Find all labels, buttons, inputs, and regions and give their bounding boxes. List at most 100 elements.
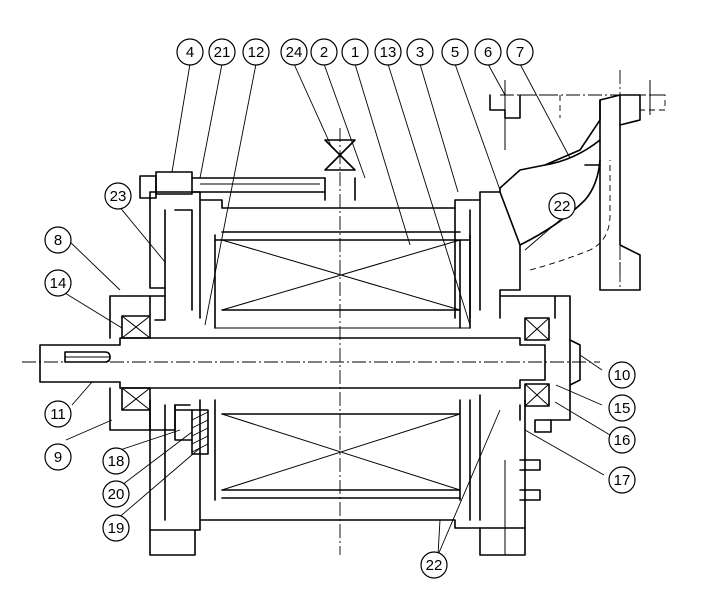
rotor-upper — [214, 231, 471, 329]
callout-circle — [374, 38, 402, 66]
callout-label: 24 — [286, 44, 303, 61]
bearing-left-lower-x — [121, 387, 151, 411]
callout-circle — [176, 38, 204, 66]
callout-label: 18 — [108, 453, 125, 470]
callout-circle — [44, 400, 72, 428]
callout-23: 23 — [104, 182, 132, 210]
callout-20: 20 — [102, 480, 130, 508]
callout-13: 13 — [374, 38, 402, 66]
left-casing-outline — [149, 199, 166, 321]
callout-label: 11 — [50, 406, 66, 423]
shaft-outline — [39, 337, 546, 389]
valve — [324, 139, 356, 201]
callout-label: 7 — [516, 44, 524, 61]
callout-label: 2 — [320, 44, 328, 61]
callout-21: 21 — [208, 38, 236, 66]
callout-circle — [280, 38, 308, 66]
callout-22a: 22 — [548, 192, 576, 220]
callout-circle — [242, 38, 270, 66]
callout-circle — [548, 192, 576, 220]
bearing-left-upper-x — [121, 315, 151, 339]
callout-6: 6 — [474, 38, 502, 66]
callout-circle — [474, 38, 502, 66]
callout-3: 3 — [406, 38, 434, 66]
bearing-right-lower — [524, 383, 550, 407]
callout-17: 17 — [608, 466, 636, 494]
lower-casing-walls — [164, 394, 481, 521]
rotor-lower — [214, 399, 461, 501]
valve-stem — [324, 177, 356, 201]
right-bearing — [499, 295, 581, 433]
callout-label: 4 — [186, 44, 194, 61]
tie-rod-nut — [139, 175, 157, 199]
rotor-upper-frame — [214, 234, 471, 329]
callout-label: 12 — [248, 44, 265, 61]
outlet-flange-hidden — [520, 94, 666, 118]
callout-22b: 22 — [420, 551, 448, 579]
bearing-right-upper — [524, 317, 550, 341]
casing-top-outline — [149, 94, 621, 209]
callout-label: 19 — [108, 520, 125, 537]
callout-label: 21 — [214, 44, 231, 61]
callout-15: 15 — [608, 394, 636, 422]
callout-8: 8 — [44, 226, 72, 254]
callout-5: 5 — [441, 38, 469, 66]
callout-19: 19 — [102, 514, 130, 542]
casing-feet — [149, 527, 526, 556]
left-bearing — [109, 295, 191, 431]
lower-right-bosses — [519, 459, 541, 501]
tie-rod — [139, 171, 326, 199]
callout-label: 22 — [426, 557, 443, 574]
mechanical-seal — [174, 404, 209, 455]
callout-14: 14 — [44, 269, 72, 297]
callout-label: 10 — [614, 367, 631, 384]
left-casing-inner — [164, 199, 201, 319]
callout-circle — [208, 38, 236, 66]
callout-9: 9 — [44, 443, 72, 471]
callout-11: 11 — [44, 400, 72, 428]
discharge-hidden-line — [529, 160, 611, 271]
bearing-left-upper — [121, 315, 151, 339]
tie-rod-washer — [155, 171, 193, 195]
shaft — [39, 337, 546, 389]
callout-label: 23 — [110, 188, 127, 205]
callout-label: 22 — [554, 198, 571, 215]
bearing-housing-right — [499, 295, 571, 421]
callout-circle — [608, 394, 636, 422]
callout-label: 14 — [50, 275, 67, 292]
lower-casing — [149, 394, 541, 556]
bearing-right-lower-x — [524, 383, 550, 407]
lower-casing-outline — [149, 399, 526, 531]
callout-circle — [608, 426, 636, 454]
callout-7: 7 — [506, 38, 534, 66]
callout-2: 2 — [310, 38, 338, 66]
callout-circle — [44, 443, 72, 471]
callout-label: 20 — [108, 486, 125, 503]
callout-24: 24 — [280, 38, 308, 66]
leader-lines — [59, 63, 611, 556]
upper-casing — [149, 80, 666, 321]
bearing-right-upper-x — [524, 317, 550, 341]
callout-circle — [102, 447, 130, 475]
discharge-elbow — [519, 139, 601, 246]
callout-4: 4 — [176, 38, 204, 66]
rotor-lower-cross — [221, 413, 461, 491]
callout-circle — [608, 361, 636, 389]
valve-symbol — [324, 139, 356, 171]
rotor-lower-frame — [214, 399, 461, 501]
right-casing-outline — [499, 191, 521, 319]
callout-label: 17 — [614, 472, 631, 489]
end-cap-right — [569, 339, 581, 386]
callout-circle — [506, 38, 534, 66]
callout-label: 9 — [54, 449, 62, 466]
callout-circle — [102, 480, 130, 508]
callout-label: 6 — [484, 44, 492, 61]
callout-label: 1 — [351, 44, 359, 61]
callout-10: 10 — [608, 361, 636, 389]
callout-circle — [608, 466, 636, 494]
rotor-upper-cross — [221, 239, 461, 311]
tie-rod-body — [191, 177, 326, 193]
callout-circle — [420, 551, 448, 579]
